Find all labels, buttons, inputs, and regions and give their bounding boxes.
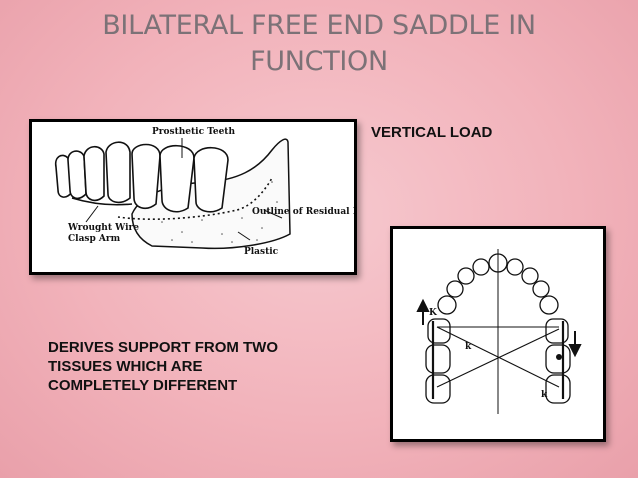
- label-k-lower: k: [541, 390, 548, 400]
- derives-line-2: TISSUES WHICH ARE: [48, 358, 203, 375]
- label-k-upper: K: [429, 308, 438, 318]
- derives-line-3: COMPLETELY DIFFERENT: [48, 377, 238, 394]
- slide-title-line-2: FUNCTION: [250, 46, 388, 77]
- label-plastic: Plastic: [244, 247, 279, 257]
- denture-diagram: Prosthetic Teeth Wrought Wire Clasp Arm …: [29, 119, 357, 275]
- label-wrought-wire: Wrought Wire: [67, 223, 139, 233]
- label-clasp-arm: Clasp Arm: [68, 234, 121, 244]
- label-prosthetic-teeth: Prosthetic Teeth: [152, 127, 235, 137]
- slide-title: BILATERAL FREE END SADDLE IN FUNCTION: [0, 8, 638, 80]
- arch-drawing: K k k: [416, 249, 582, 414]
- label-k-middle: k: [465, 342, 472, 352]
- denture-drawing: Prosthetic Teeth Wrought Wire Clasp Arm …: [54, 127, 354, 257]
- derives-line-1: DERIVES SUPPORT FROM TWO: [48, 339, 279, 356]
- derives-support-text: DERIVES SUPPORT FROM TWO TISSUES WHICH A…: [48, 338, 278, 395]
- vertical-load-label: VERTICAL LOAD: [371, 124, 493, 141]
- arch-diagram: K k k: [390, 226, 606, 442]
- label-residual-ridge: Outline of Residual Ridge: [252, 207, 354, 217]
- slide-title-line-1: BILATERAL FREE END SADDLE IN: [102, 10, 536, 41]
